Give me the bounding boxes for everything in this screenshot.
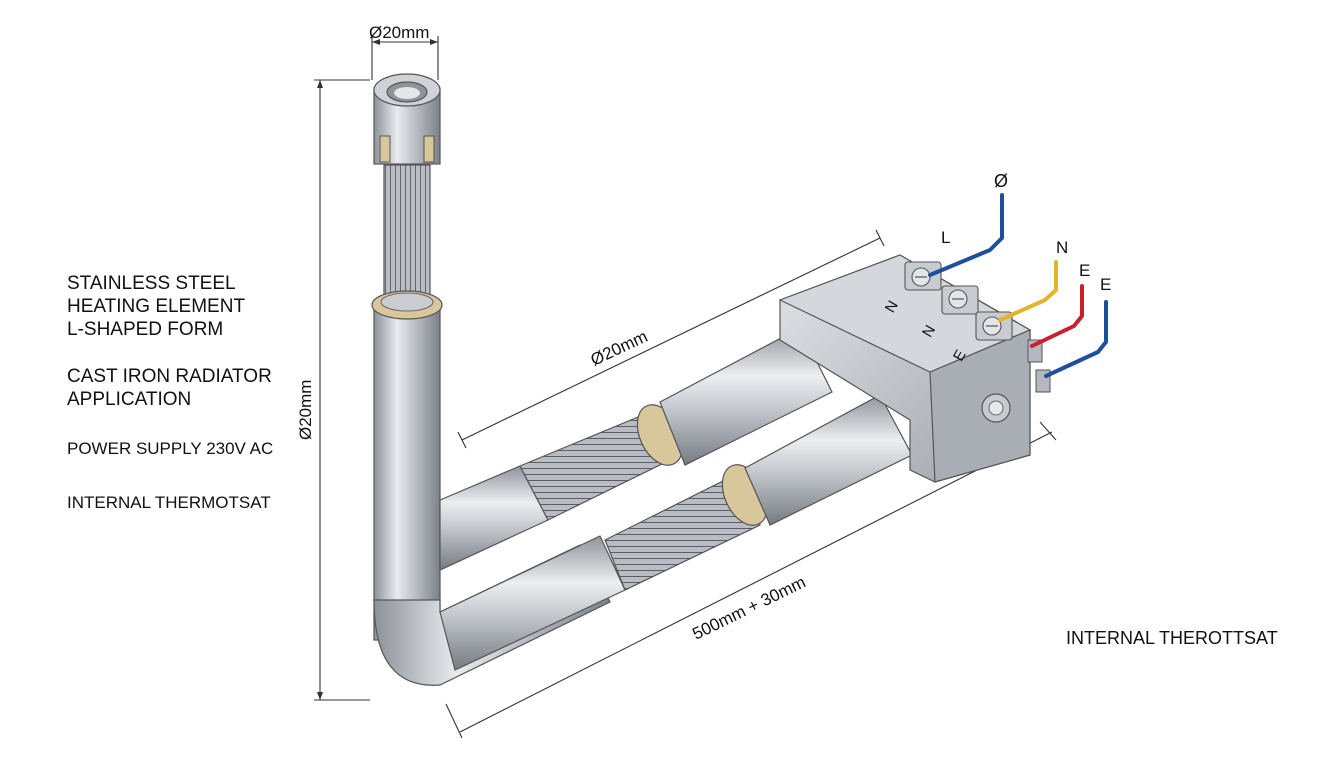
dim-upper-diagonal: Ø20mm [588, 327, 651, 370]
wire-label-e2: E [1100, 275, 1111, 294]
vertical-threaded-section [383, 164, 431, 301]
wire-label-top: Ø [994, 171, 1008, 191]
wire-label-e1: E [1079, 261, 1090, 280]
vertical-pipe [371, 73, 443, 641]
wire-label-l: L [941, 228, 950, 247]
dimension-lines [314, 36, 1057, 739]
upper-pipe [439, 327, 833, 571]
note-internal-thermostat-right: INTERNAL THEROTTSAT [1066, 628, 1278, 648]
spec-application: APPLICATION [67, 389, 192, 410]
dim-lower-length: 500mm + 30mm [689, 572, 808, 643]
wire-red [1030, 284, 1084, 348]
wire-blue-top [928, 193, 1004, 277]
wire-yellow [998, 260, 1058, 322]
spec-l-shaped-form: L-SHAPED FORM [67, 319, 224, 340]
wire-blue-right [1044, 300, 1108, 378]
wire-label-n: N [1056, 238, 1068, 257]
dim-vertical-length: Ø20mm [296, 380, 315, 440]
screw-1 [904, 261, 942, 291]
dimension-arrowheads [317, 39, 438, 700]
screw-2 [941, 285, 979, 315]
lower-pipe [439, 394, 913, 671]
spec-cast-iron-radiator: CAST IRON RADIATOR [67, 366, 272, 387]
spec-internal-thermostat: INTERNAL THERMOTSAT [67, 493, 271, 512]
dim-top-diameter: Ø20mm [369, 23, 429, 42]
spec-heating-element: HEATING ELEMENT [67, 296, 246, 317]
wires [928, 193, 1108, 378]
lower-threaded-section [604, 469, 761, 591]
spec-stainless-steel: STAINLESS STEEL [67, 273, 236, 294]
spec-power-supply: POWER SUPPLY 230V AC [67, 439, 274, 458]
